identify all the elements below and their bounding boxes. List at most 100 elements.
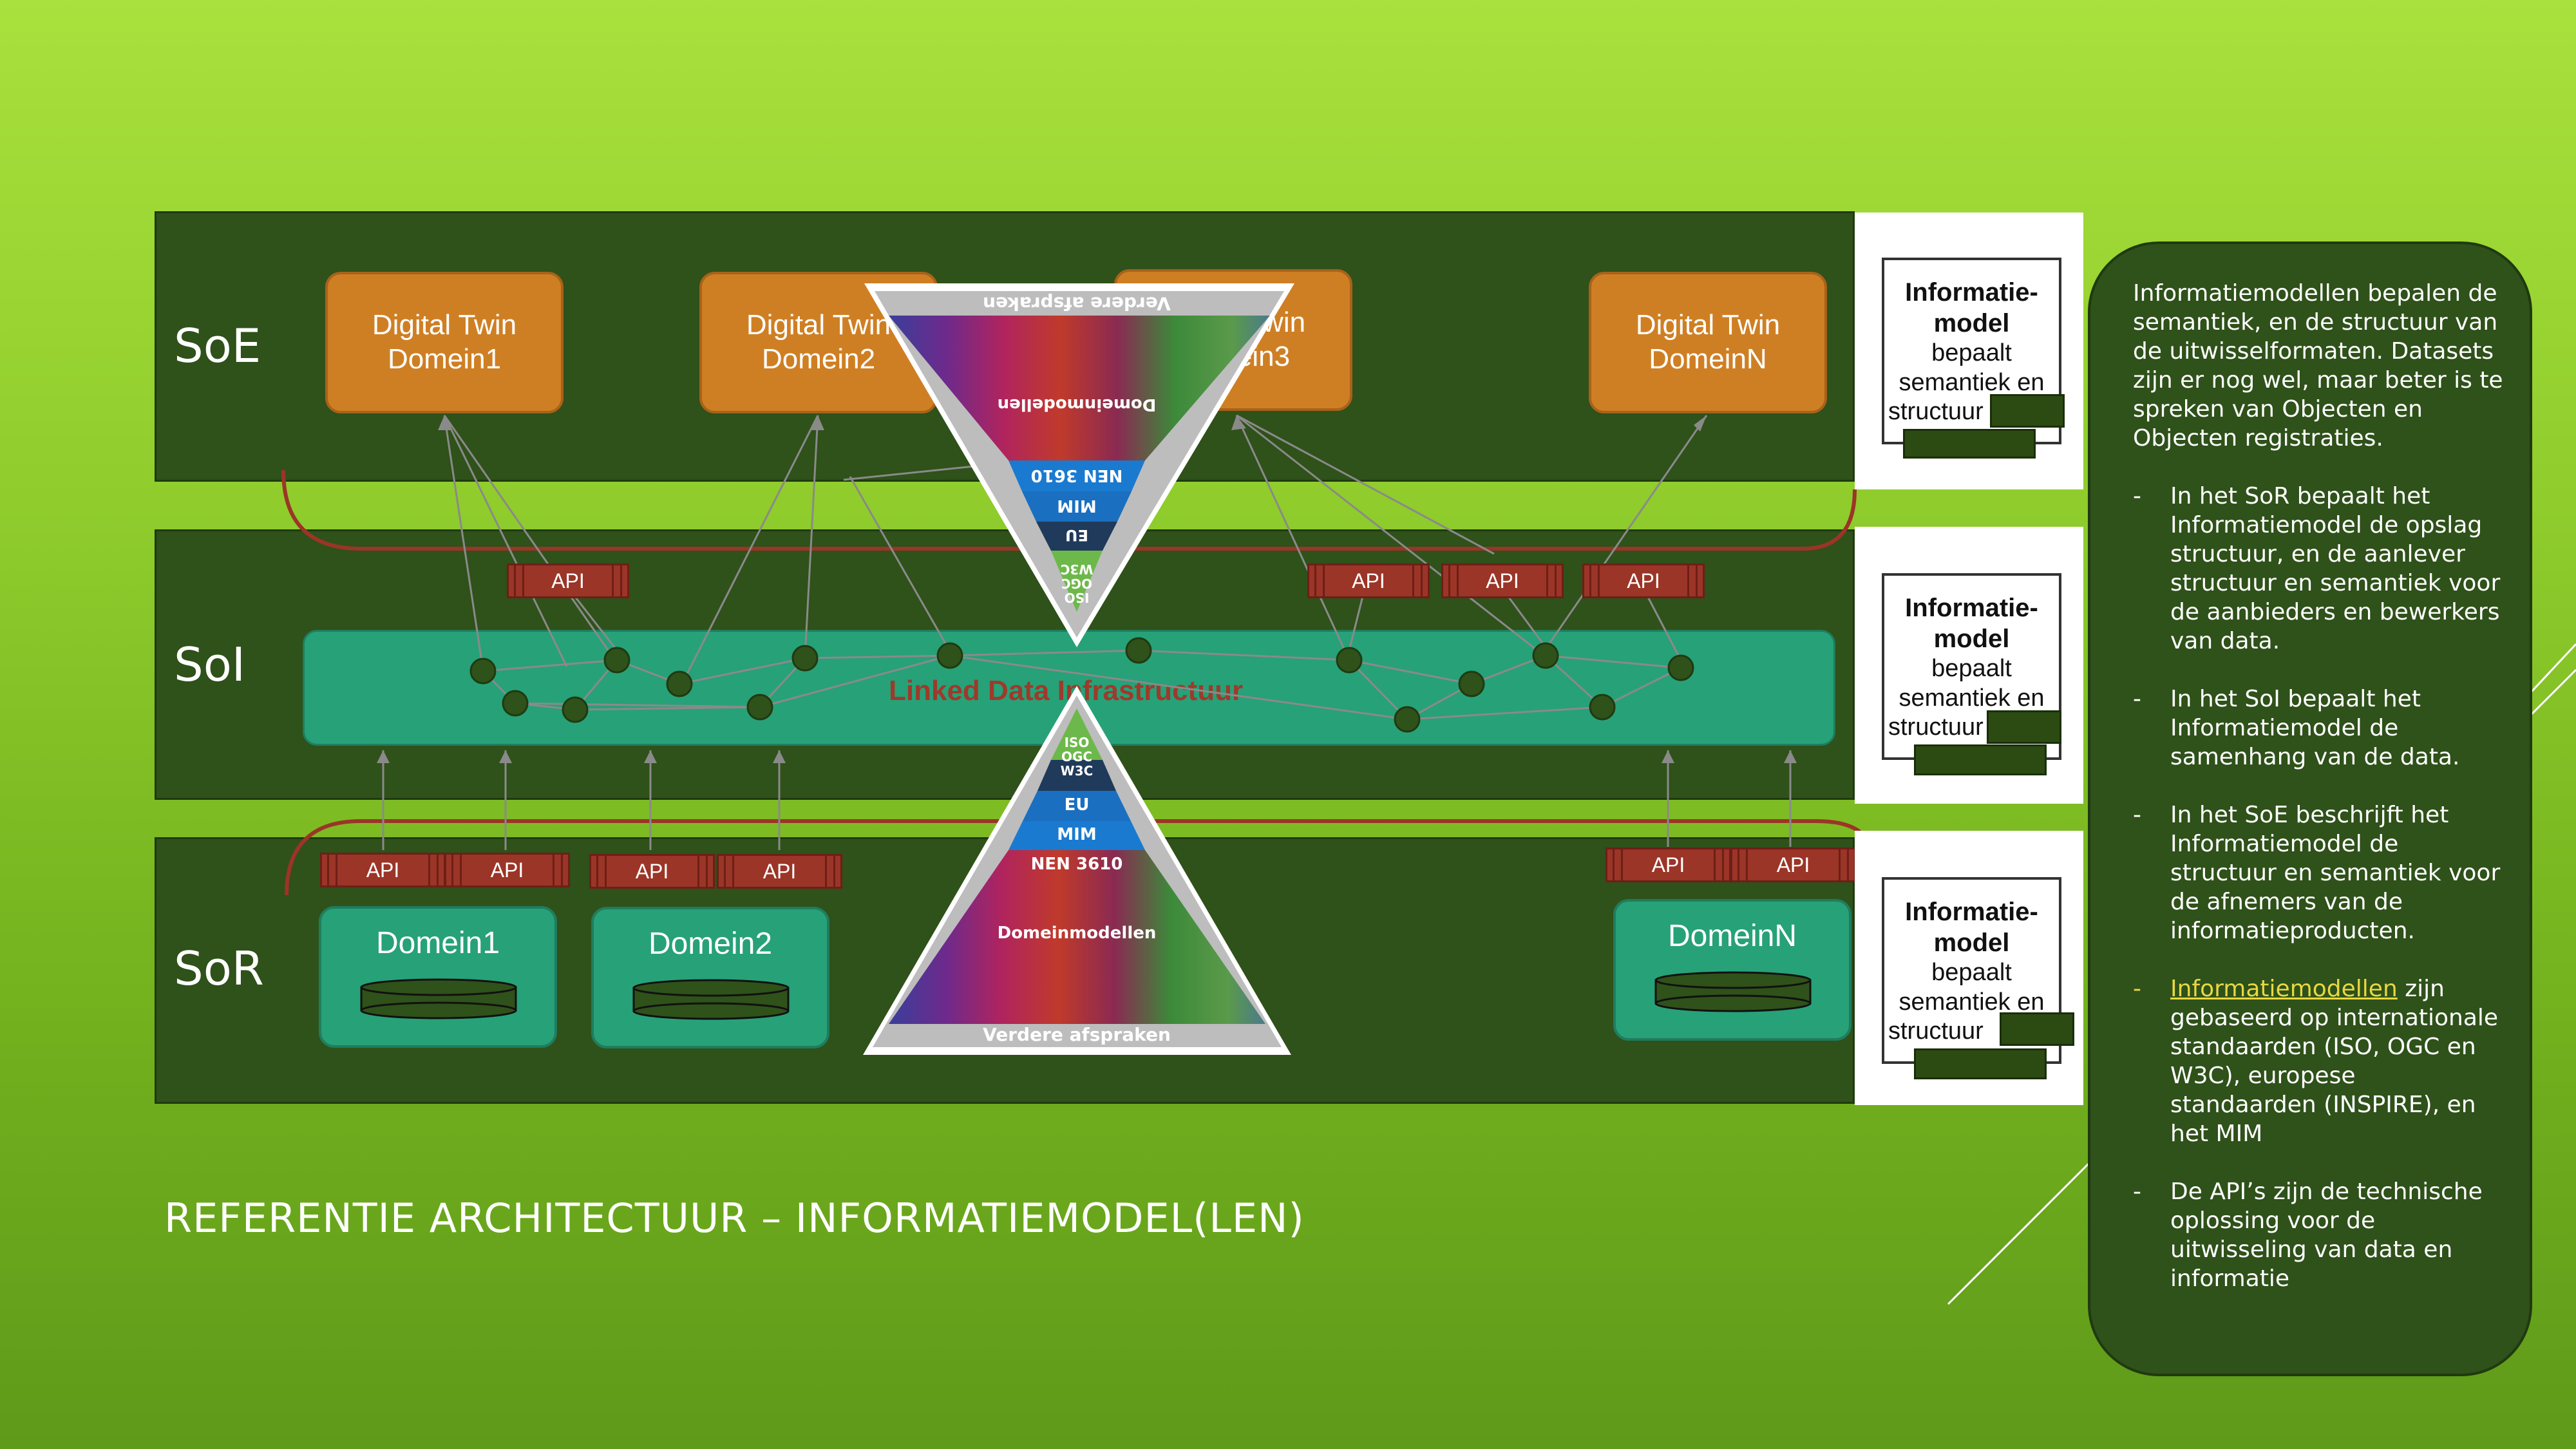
domain-domeinn: DomeinN [1613, 899, 1852, 1041]
informatiemodellen-link[interactable]: Informatiemodellen [2170, 976, 2398, 1002]
pyramid-top-nen: NEN 3610 [1031, 466, 1123, 485]
informatiemodel-card-soe: Informatie- model bepaalt semantiek en s… [1855, 213, 2083, 489]
note-standards-text: zijn gebaseerd op internationale standaa… [2170, 976, 2499, 1147]
note-list: In het SoR bepaalt het Informatiemodel d… [2133, 482, 2504, 1293]
im-title2: model [1933, 309, 2010, 337]
im-line2: semantiek en [1899, 368, 2045, 396]
api-label: API [762, 859, 797, 883]
im-title1: Informatie- [1905, 594, 2038, 622]
api-block: API [1582, 564, 1705, 598]
database-icon [360, 978, 517, 1019]
pyramid-top-ogc: OGC [1061, 576, 1092, 591]
api-label: API [490, 858, 524, 882]
pyramid-bottom-w3c: W3C [1061, 763, 1094, 779]
api-label: API [1486, 569, 1519, 592]
im-green-block [1903, 429, 2036, 459]
note-bullet-standards: Informatiemodellen zijn gebaseerd op int… [2133, 974, 2504, 1148]
pyramid-bottom-iso: ISO [1065, 735, 1090, 750]
api-label: API [366, 858, 400, 882]
domain-domein1: Domein1 [319, 906, 557, 1048]
pyramid-top-domeinmodellen: Domeinmodellen [998, 395, 1157, 414]
network-node [1667, 654, 1694, 681]
inverted-pyramid: Verdere afspraken Domeinmodellen NEN 361… [864, 283, 1294, 647]
network-node [666, 670, 693, 697]
note-bullet-soe: In het SoE beschrijft het Informatiemode… [2133, 800, 2504, 945]
im-green-block [1990, 394, 2065, 428]
database-icon [632, 979, 790, 1020]
twin-line2: Domein1 [387, 343, 502, 375]
network-node [791, 645, 819, 672]
note-bullet-api: De API’s zijn de technische oplossing vo… [2133, 1177, 2504, 1293]
database-icon [1654, 971, 1812, 1012]
twin-line1: Digital Twin [1635, 309, 1781, 341]
api-block: API [444, 853, 570, 887]
api-label: API [1627, 569, 1660, 592]
api-label: API [1651, 853, 1685, 876]
network-node [562, 696, 589, 723]
soe-label: SoE [174, 319, 261, 373]
digital-twin-domein1: Digital Twin Domein1 [325, 272, 564, 413]
pyramid-bottom-nen: NEN 3610 [1031, 855, 1123, 874]
network-node [1458, 670, 1485, 697]
pyramid-top-iso: ISO [1065, 590, 1090, 605]
api-block: API [717, 854, 842, 889]
im-green-block [2000, 1012, 2074, 1046]
twin-line1: Digital Twin [372, 309, 517, 341]
api-label: API [551, 569, 585, 592]
sor-label: SoR [174, 942, 264, 996]
domain-label: Domein2 [648, 927, 773, 961]
pyramid-bottom-verdere: Verdere afspraken [983, 1024, 1171, 1045]
network-node [1589, 694, 1616, 721]
domain-label: DomeinN [1667, 919, 1797, 953]
api-block: API [1307, 564, 1430, 598]
twin-line1: Digital Twin [746, 309, 891, 341]
twin-line2: Domein2 [761, 343, 876, 375]
network-node [1336, 647, 1363, 674]
api-block: API [589, 854, 715, 889]
api-block: API [1605, 848, 1731, 882]
im-title1: Informatie- [1905, 898, 2038, 926]
pyramid-top-verdere: Verdere afspraken [983, 293, 1171, 314]
pyramid-top-w3c: W3C [1061, 562, 1094, 577]
im-green-block [1914, 744, 2047, 775]
domain-domein2: Domein2 [591, 907, 829, 1048]
slide-title: REFERENTIE ARCHITECTUUR – INFORMATIEMODE… [164, 1195, 1305, 1242]
upright-pyramid: ISO OGC W3C EU MIM NEN 3610 Domeinmodell… [863, 686, 1291, 1055]
im-line2: semantiek en [1899, 684, 2045, 712]
network-node [1125, 637, 1152, 664]
im-title2: model [1933, 625, 2010, 653]
im-line1: bepaalt [1931, 959, 2012, 986]
network-node [936, 642, 963, 669]
im-line1: bepaalt [1931, 655, 2012, 682]
informatiemodel-card-sor: Informatie- model bepaalt semantiek en s… [1855, 831, 2083, 1105]
network-node [1394, 706, 1421, 733]
im-line3: structuur [1888, 398, 1984, 426]
pyramid-bottom-eu: EU [1065, 795, 1090, 815]
network-node [502, 690, 529, 717]
soe-bracket [281, 469, 1857, 551]
pyramid-top-mim: MIM [1057, 496, 1096, 515]
api-block: API [507, 564, 629, 598]
pyramid-bottom-mim: MIM [1057, 825, 1096, 844]
api-block: API [320, 853, 446, 887]
network-node [603, 647, 630, 674]
pyramid-top-eu: EU [1065, 526, 1088, 544]
note-bullet-soi: In het SoI bepaalt het Informatiemodel d… [2133, 685, 2504, 772]
im-line3: structuur [1888, 1018, 1984, 1045]
api-label: API [1352, 569, 1385, 592]
informatiemodel-box: Informatie- model bepaalt semantiek en s… [1882, 877, 2061, 1064]
api-block: API [1730, 848, 1856, 882]
informatiemodel-box: Informatie- model bepaalt semantiek en s… [1882, 573, 2061, 760]
twin-line2: DomeinN [1649, 343, 1767, 375]
network-node [746, 694, 773, 721]
im-title2: model [1933, 929, 2010, 957]
explanation-panel: Informatiemodellen bepalen de semantiek,… [2088, 242, 2532, 1376]
linked-data-label: Linked Data Infrastructuur [889, 675, 1244, 706]
im-line2: semantiek en [1899, 988, 2045, 1016]
pyramid-bottom-ogc: OGC [1061, 749, 1092, 764]
domain-label: Domein1 [375, 926, 500, 960]
pyramid-bottom-domeinmodellen: Domeinmodellen [998, 923, 1157, 943]
